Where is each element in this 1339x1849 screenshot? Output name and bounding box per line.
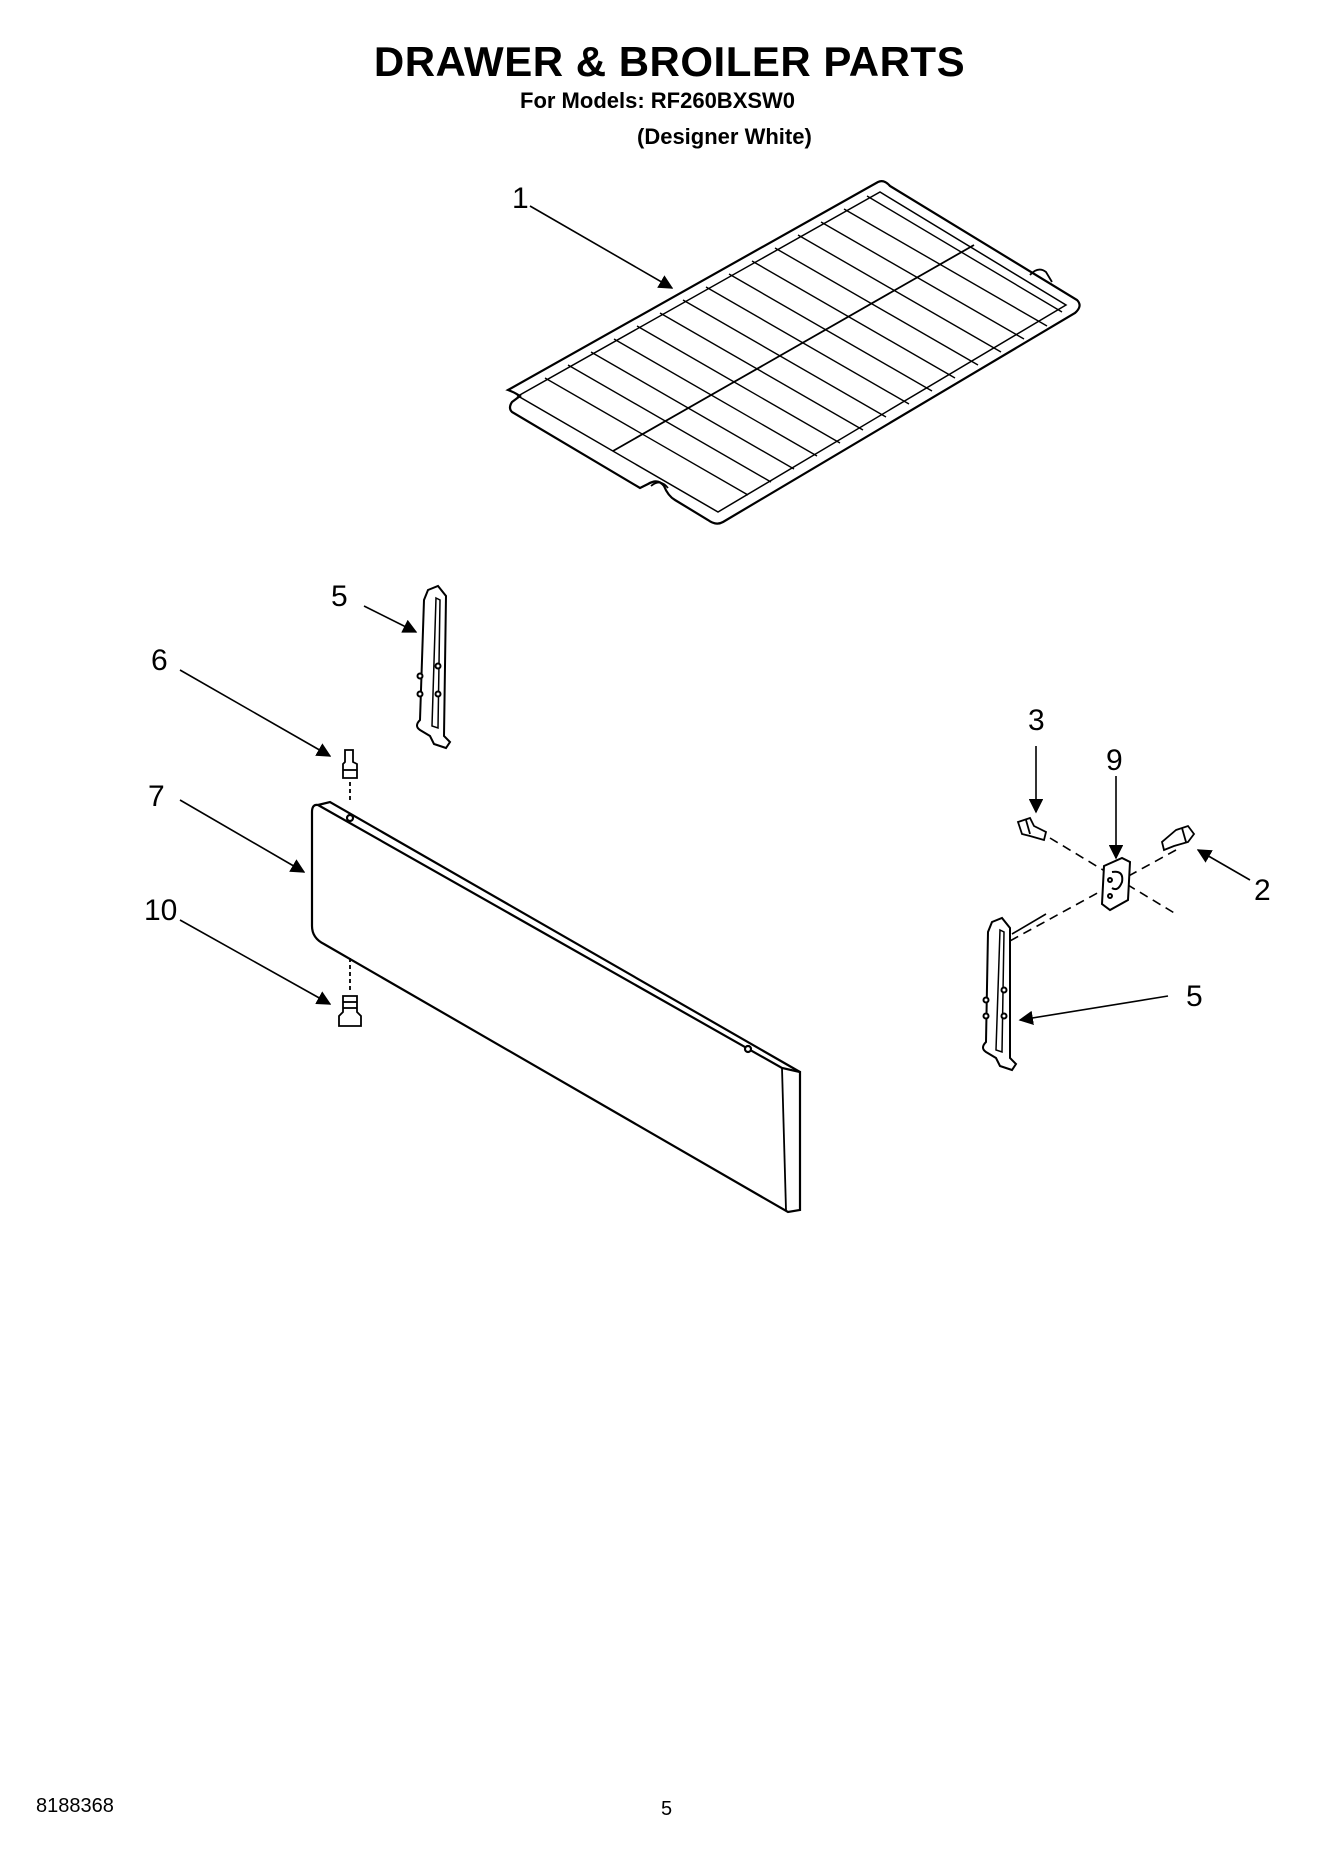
page-number: 5 — [661, 1798, 673, 1820]
document-number: 8188368 — [36, 1795, 114, 1817]
right-assembly — [1007, 816, 1196, 943]
bracket-9 — [1100, 856, 1132, 912]
callout-3: 3 — [1028, 704, 1045, 737]
page-title: DRAWER & BROILER PARTS — [373, 38, 966, 85]
drawer-slide-right — [982, 916, 1018, 1072]
rack-cross-wires — [544, 195, 1063, 496]
callout-9: 9 — [1106, 744, 1123, 777]
leader-lines — [179, 205, 1251, 1026]
callout-5-left: 5 — [331, 580, 348, 613]
models-line: For Models: RF260BXSW0 — [520, 88, 796, 113]
callout-7: 7 — [148, 780, 165, 813]
callout-6: 6 — [151, 644, 168, 677]
screw-2 — [1160, 824, 1196, 852]
broiler-rack — [505, 180, 1081, 525]
drawer-screw — [338, 958, 362, 1027]
callout-5-right: 5 — [1186, 980, 1203, 1013]
callout-10: 10 — [144, 894, 177, 927]
callout-1: 1 — [512, 182, 529, 215]
drawer-stud — [342, 749, 358, 800]
callout-2: 2 — [1254, 874, 1271, 907]
drawer-slide-left — [416, 584, 452, 750]
screw-3 — [1016, 816, 1048, 842]
variant-line: (Designer White) — [637, 124, 812, 149]
drawer-panel — [310, 800, 802, 1214]
